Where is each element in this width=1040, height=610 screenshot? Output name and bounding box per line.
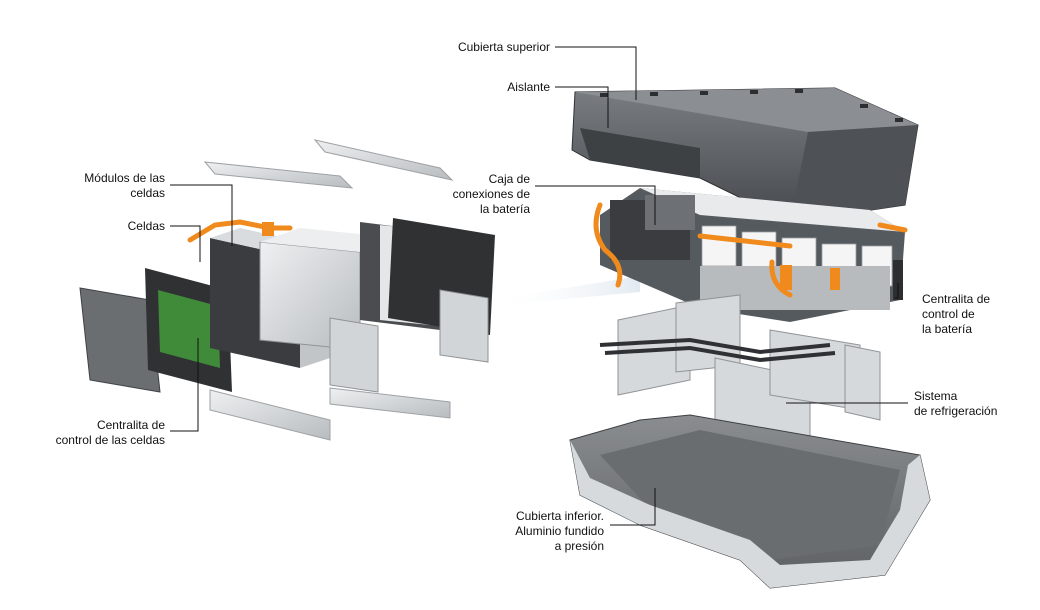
bottom-cover bbox=[569, 414, 931, 589]
leader-bottom-cover bbox=[610, 488, 656, 526]
coolant-pipes bbox=[599, 337, 836, 363]
leader-top-cover bbox=[555, 46, 637, 100]
leader-cells bbox=[170, 225, 201, 262]
cell-module-group bbox=[79, 139, 495, 441]
leader-cell-ecu bbox=[170, 338, 199, 432]
top-cover bbox=[571, 87, 919, 223]
label-insulator: Aislante bbox=[507, 80, 550, 94]
leader-lines bbox=[170, 46, 908, 526]
label-battery-ecu: Centralita de control de la batería bbox=[922, 292, 991, 336]
label-cell-ecu: Centralita de control de las celdas bbox=[55, 418, 165, 447]
label-junction-box: Caja de conexiones de la batería bbox=[452, 172, 530, 216]
battery-pack bbox=[593, 188, 908, 322]
leader-junction-box bbox=[535, 185, 656, 225]
label-cooling: Sistema de refrigeración bbox=[914, 389, 998, 418]
label-bottom-cover: Cubierta inferior. Aluminio fundido a pr… bbox=[515, 509, 604, 553]
leader-cell-modules bbox=[170, 184, 233, 246]
label-top-cover: Cubierta superior bbox=[457, 40, 550, 54]
leader-battery-ecu bbox=[895, 283, 899, 299]
leader-insulator bbox=[555, 86, 609, 128]
label-cell-modules: Módulos de las celdas bbox=[84, 171, 165, 200]
label-cells: Celdas bbox=[127, 219, 165, 233]
light-beam bbox=[490, 276, 640, 306]
